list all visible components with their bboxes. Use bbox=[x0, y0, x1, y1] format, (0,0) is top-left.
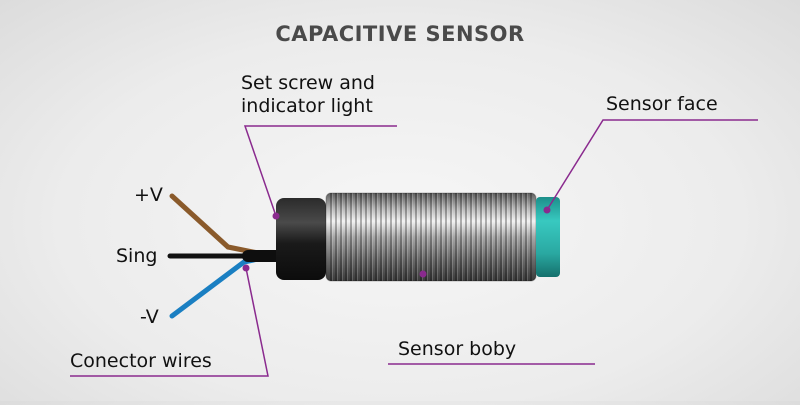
label-connector-wires: Conector wires bbox=[70, 350, 212, 372]
label-minus-v: -V bbox=[140, 306, 159, 328]
callout-dot-connector bbox=[242, 264, 250, 272]
label-set-screw-line2: indicator light bbox=[241, 95, 373, 117]
callout-line-connector bbox=[70, 267, 269, 377]
sensor-cap bbox=[276, 198, 326, 280]
brown-wire bbox=[169, 193, 261, 256]
callout-line-sensor-face bbox=[546, 119, 758, 211]
diagram-title: CAPACITIVE SENSOR bbox=[275, 22, 525, 46]
callout-line-set-screw bbox=[243, 125, 397, 217]
callout-dot-body bbox=[419, 270, 427, 278]
callout-dot-set-screw bbox=[272, 212, 280, 220]
label-plus-v: +V bbox=[134, 184, 163, 206]
sensor-body-threads bbox=[330, 193, 532, 281]
label-sensor-body: Sensor boby bbox=[398, 338, 517, 360]
callout-dot-sensor-face bbox=[543, 206, 551, 214]
label-sensor-face: Sensor face bbox=[606, 93, 718, 115]
label-set-screw-line1: Set screw and bbox=[241, 72, 375, 94]
sensor-face-shape bbox=[536, 197, 560, 277]
label-signal: Sing bbox=[116, 245, 158, 267]
